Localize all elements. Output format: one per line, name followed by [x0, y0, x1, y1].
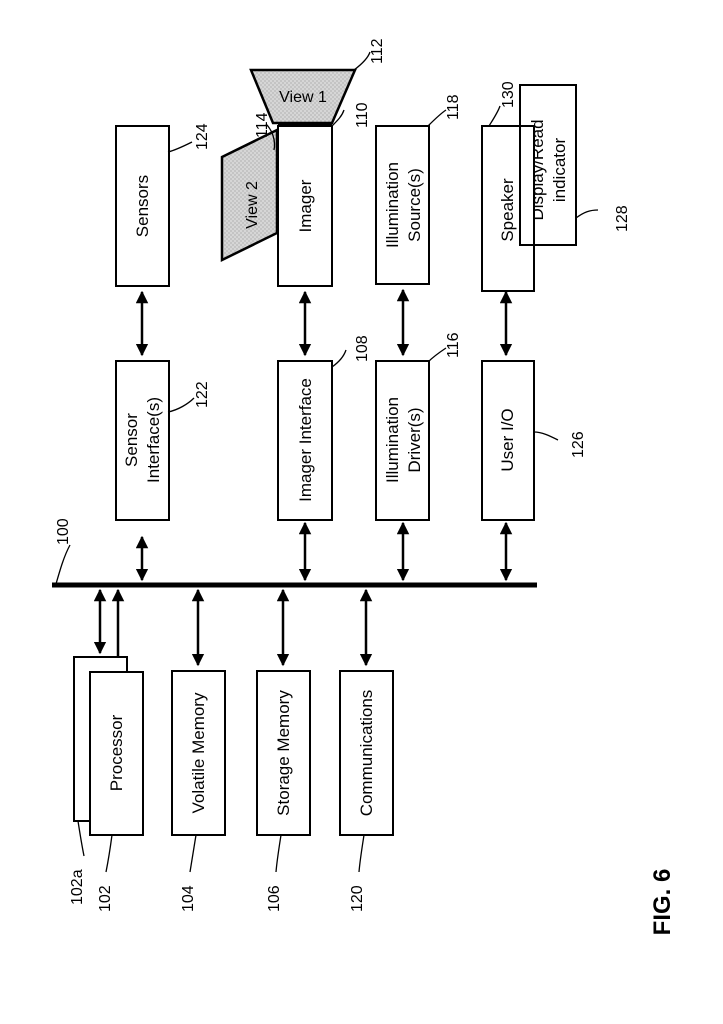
processor-label: Processor	[107, 714, 126, 791]
volatile-memory-ref-leader	[190, 835, 196, 872]
bus-ref: 100	[55, 518, 72, 545]
imager-interface-label: Imager Interface	[296, 378, 315, 502]
processor-ref: 102	[97, 885, 114, 912]
illumination-source-label-line2: Source(s)	[405, 168, 424, 242]
sensor-interface-ref: 122	[194, 381, 211, 408]
sensor-interface-ref-leader	[168, 398, 194, 412]
communications-label: Communications	[357, 690, 376, 817]
sensor-interface-label-line1: Sensor	[122, 413, 141, 467]
view2-label: View 2	[244, 181, 261, 229]
processor-back-ref: 102a	[69, 869, 86, 905]
imager-ref: 110	[354, 102, 371, 128]
view1-label: View 1	[279, 89, 327, 106]
illumination-driver-label-line1: Illumination	[383, 397, 402, 483]
volatile-memory-ref: 104	[180, 885, 197, 912]
view2-ref: 114	[254, 112, 271, 138]
imager-interface-ref-leader	[332, 350, 346, 367]
sensors-ref: 124	[194, 123, 211, 150]
view1-ref: 112	[369, 38, 386, 64]
user-io-ref: 126	[570, 431, 587, 458]
speaker-label: Speaker	[498, 178, 517, 242]
speaker-ref-leader	[489, 106, 500, 126]
illumination-source-label-line1: Illumination	[383, 162, 402, 248]
user-io-ref-leader	[534, 432, 558, 440]
processor-back-ref-leader	[78, 821, 84, 856]
speaker-overlap-mask	[520, 127, 533, 244]
volatile-memory-label: Volatile Memory	[189, 692, 208, 813]
bus-ref-leader	[56, 545, 70, 584]
communications-ref: 120	[349, 885, 366, 912]
imager-label: Imager	[296, 179, 315, 232]
illumination-source-ref: 118	[445, 94, 462, 120]
storage-memory-label: Storage Memory	[274, 690, 293, 816]
display-indicator-ref-leader	[576, 210, 598, 218]
display-indicator-label-line2: indicator	[550, 138, 569, 203]
storage-memory-ref: 106	[266, 885, 283, 912]
illumination-driver-ref-leader	[428, 348, 446, 362]
sensors-ref-leader	[168, 142, 192, 152]
illumination-driver-ref: 116	[445, 332, 462, 358]
figure-label: FIG. 6	[649, 869, 676, 936]
imager-interface-ref: 108	[354, 335, 371, 362]
sensors-label: Sensors	[133, 175, 152, 237]
speaker-ref: 130	[500, 81, 517, 108]
user-io-label: User I/O	[498, 408, 517, 471]
view1-ref-leader	[354, 52, 370, 70]
processor-ref-leader	[106, 835, 112, 872]
storage-memory-ref-leader	[276, 835, 281, 872]
display-indicator-ref: 128	[614, 205, 631, 232]
sensor-interface-label-line2: Interface(s)	[144, 397, 163, 483]
illumination-driver-label-line2: Driver(s)	[405, 407, 424, 472]
communications-ref-leader	[359, 835, 364, 872]
illumination-source-ref-leader	[428, 110, 446, 126]
